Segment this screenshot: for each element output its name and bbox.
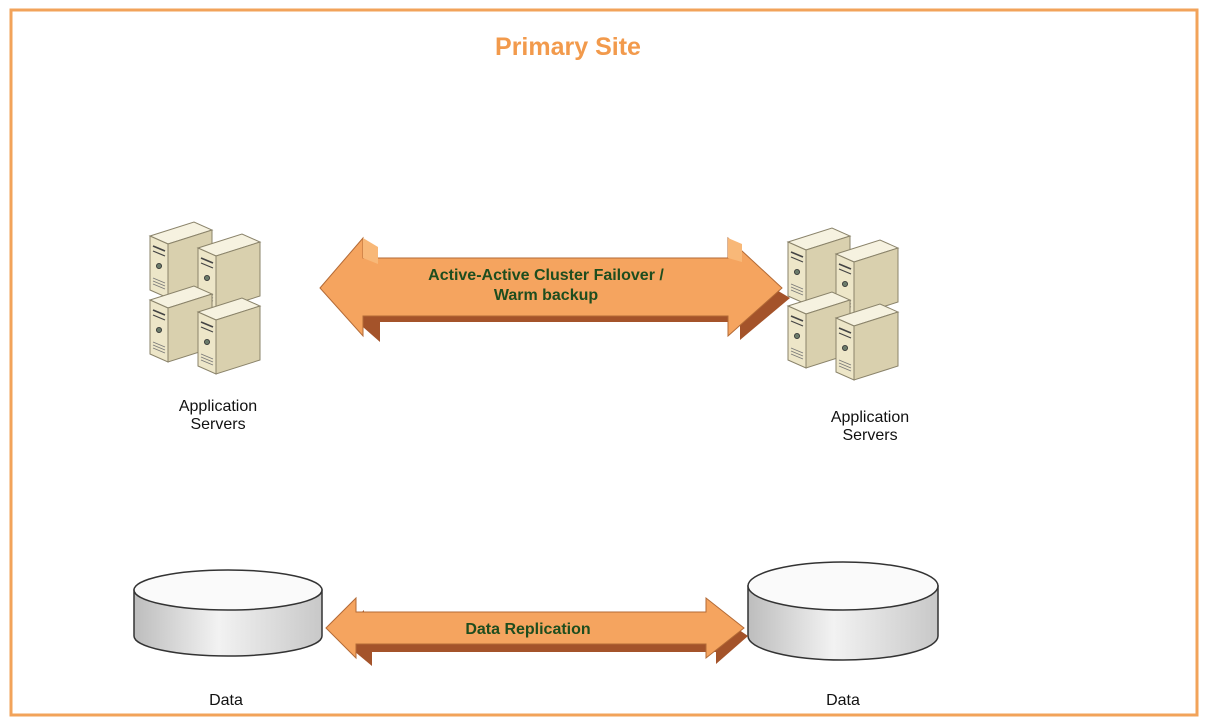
database-disk-icon — [133, 569, 323, 657]
page-title: Primary Site — [495, 33, 641, 61]
app-servers-right-label-line2: Servers — [842, 427, 897, 444]
cluster-link-label-line1: Active-Active Cluster Failover / — [428, 267, 664, 284]
site-frame — [9, 8, 1199, 717]
app-servers-left-label-line2: Servers — [190, 416, 245, 433]
server-cluster-icon — [150, 222, 260, 374]
app-servers-right-label-line1: Application — [831, 409, 909, 426]
replication-link-label: Data Replication — [465, 621, 590, 638]
cluster-link-label-line2: Warm backup — [494, 287, 599, 304]
data-right-label: Data — [826, 692, 860, 709]
double-arrow-icon — [319, 236, 790, 342]
data-left-label: Data — [209, 692, 243, 709]
app-servers-left-label-line1: Application — [179, 398, 257, 415]
server-cluster-icon — [788, 228, 898, 380]
database-disk-icon — [747, 561, 939, 661]
double-arrow-icon — [325, 596, 748, 666]
